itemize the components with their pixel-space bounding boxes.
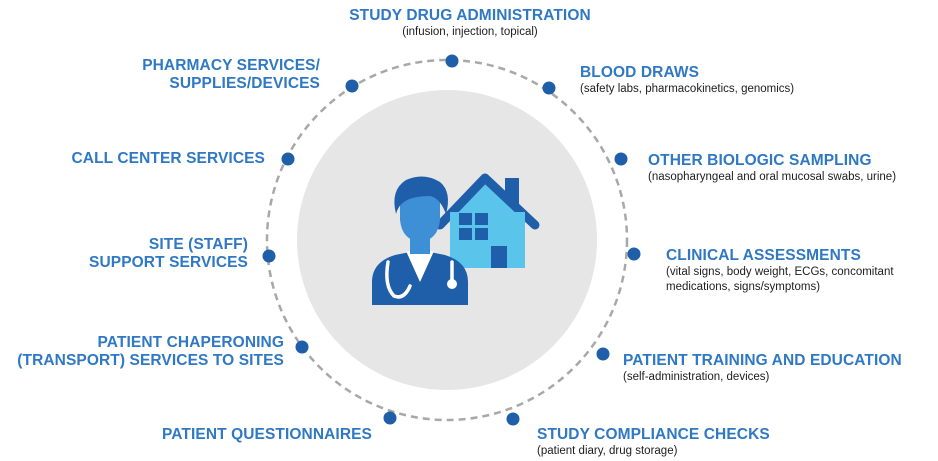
dot-drug-admin — [445, 54, 459, 68]
bio-sampling-title: OTHER BIOLOGIC SAMPLING — [648, 152, 872, 169]
call-center-title: CALL CENTER SERVICES — [71, 150, 265, 167]
dot-questionnaires — [383, 411, 397, 425]
chaperoning-line2: (TRANSPORT) SERVICES TO SITES — [17, 352, 284, 369]
label-bio-sampling: OTHER BIOLOGIC SAMPLING (nasopharyngeal … — [648, 152, 896, 185]
label-clinical: CLINICAL ASSESSMENTS (vital signs, body … — [666, 247, 894, 295]
label-site-support: SITE (STAFF) SUPPORT SERVICES — [89, 236, 248, 272]
label-training: PATIENT TRAINING AND EDUCATION (self-adm… — [623, 352, 902, 385]
doctor-icon — [372, 176, 468, 305]
questionnaires-title: PATIENT QUESTIONNAIRES — [161, 426, 372, 443]
drug-admin-title: STUDY DRUG ADMINISTRATION — [349, 7, 591, 24]
compliance-sub: (patient diary, drug storage) — [537, 445, 678, 457]
dot-compliance — [506, 412, 520, 426]
dashed-ring — [265, 58, 629, 422]
label-questionnaires: PATIENT QUESTIONNAIRES — [162, 426, 372, 444]
clinical-sub-2: medications, signs/symptoms) — [666, 281, 821, 293]
center-circle — [297, 90, 597, 390]
clinical-sub-1: (vital signs, body weight, ECGs, concomi… — [666, 266, 894, 278]
site-support-line2: SUPPORT SERVICES — [89, 254, 248, 271]
chaperoning-line1: PATIENT CHAPERONING — [97, 334, 284, 351]
label-compliance: STUDY COMPLIANCE CHECKS (patient diary, … — [537, 426, 770, 459]
dot-pharmacy — [345, 79, 359, 93]
label-pharmacy: PHARMACY SERVICES/ SUPPLIES/DEVICES — [142, 57, 320, 93]
dot-clinical — [627, 247, 641, 261]
label-drug-admin: STUDY DRUG ADMINISTRATION (infusion, inj… — [330, 7, 610, 40]
dot-chaperoning — [295, 340, 309, 354]
pharmacy-line1: PHARMACY SERVICES/ — [142, 57, 320, 74]
pharmacy-line2: SUPPLIES/DEVICES — [169, 75, 320, 92]
training-title: PATIENT TRAINING AND EDUCATION — [623, 352, 902, 369]
compliance-title: STUDY COMPLIANCE CHECKS — [537, 426, 770, 443]
site-support-line1: SITE (STAFF) — [148, 236, 248, 253]
dot-bio-sampling — [614, 152, 628, 166]
blood-draws-title: BLOOD DRAWS — [580, 64, 700, 81]
drug-admin-sub: (infusion, injection, topical) — [402, 26, 538, 38]
bio-sampling-sub: (nasopharyngeal and oral mucosal swabs, … — [648, 171, 897, 183]
training-sub: (self-administration, devices) — [623, 371, 770, 383]
house-icon — [435, 173, 540, 268]
clinical-title: CLINICAL ASSESSMENTS — [666, 247, 861, 264]
dot-call-center — [281, 152, 295, 166]
label-call-center: CALL CENTER SERVICES — [72, 150, 266, 168]
label-blood-draws: BLOOD DRAWS (safety labs, pharmacokineti… — [580, 64, 794, 97]
dot-site-support — [262, 249, 276, 263]
dot-training — [596, 347, 610, 361]
dot-blood-draws — [542, 81, 556, 95]
blood-draws-sub: (safety labs, pharmacokinetics, genomics… — [580, 83, 795, 95]
label-chaperoning: PATIENT CHAPERONING (TRANSPORT) SERVICES… — [17, 334, 284, 370]
